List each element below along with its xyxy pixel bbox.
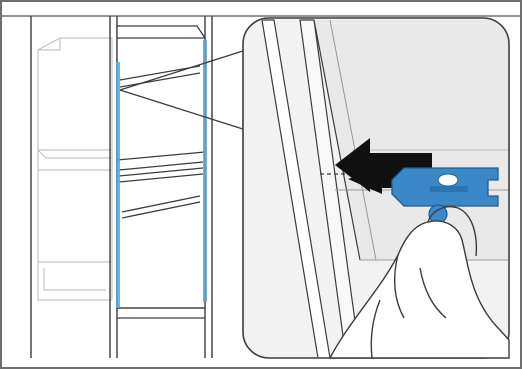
built-in-appliance xyxy=(117,26,205,318)
